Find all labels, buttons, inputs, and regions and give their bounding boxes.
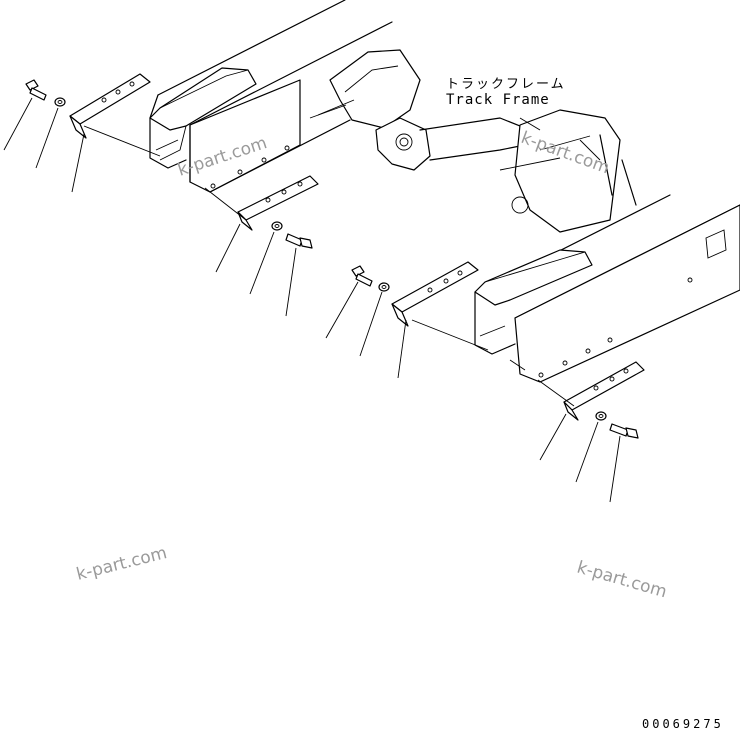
bolt-upper-1 <box>25 79 47 101</box>
bolt-lower-2 <box>609 423 639 439</box>
track-frame-right <box>477 194 740 383</box>
track-guard-lower-right <box>474 249 593 371</box>
washer-lower-1 <box>378 282 390 292</box>
bolt-upper-2 <box>285 233 313 249</box>
equalizer-bar <box>309 49 637 233</box>
bolt-lower-1 <box>351 265 373 287</box>
guard-plate-lower-1 <box>391 261 479 327</box>
track-frame-left <box>149 0 393 193</box>
guard-plate-upper-1 <box>69 73 151 139</box>
washer-upper-1 <box>54 97 66 107</box>
washer-upper-2 <box>271 221 283 231</box>
drawing-number: 00069275 <box>642 717 724 731</box>
guard-plate-upper-2 <box>237 175 319 231</box>
washer-lower-2 <box>595 411 607 421</box>
track-frame-label-english: Track Frame <box>446 92 550 108</box>
watermark-4: k-part.com <box>575 558 669 603</box>
leader-lines <box>3 97 621 503</box>
guard-plate-lower-2 <box>563 361 645 421</box>
watermark-3: k-part.com <box>74 543 169 585</box>
track-frame-label-japanese: トラックフレーム <box>446 77 566 92</box>
track-guard-upper-left <box>149 67 257 169</box>
